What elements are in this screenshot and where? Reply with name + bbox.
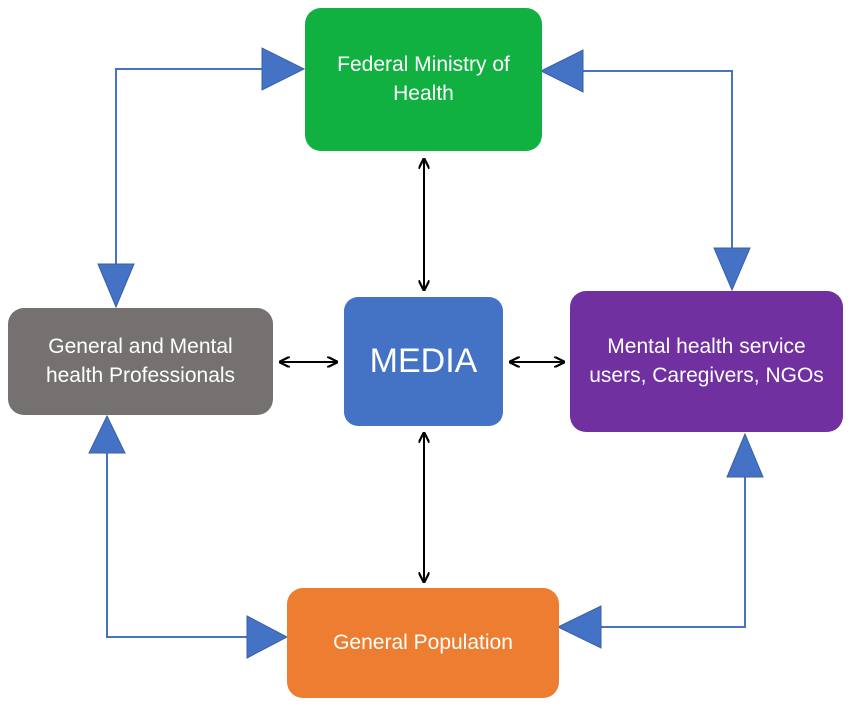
- node-label: General Population: [333, 630, 513, 654]
- connector-population-users: [600, 476, 746, 628]
- connector-profs-population: [106, 452, 248, 638]
- connector-profs-ministry: [115, 68, 264, 266]
- arrowhead-into-users-bottom: [726, 432, 764, 478]
- arrowhead-into-population-left: [246, 615, 289, 659]
- node-mental-health-service-users: Mental health service users, Caregivers,…: [570, 291, 843, 432]
- inner-connectors: [279, 158, 565, 583]
- arrowhead-into-profs-top: [97, 263, 135, 309]
- connector-ministry-users: [582, 70, 733, 250]
- arrowhead-into-population-right: [556, 605, 602, 649]
- node-label: MEDIA: [369, 342, 478, 381]
- arrowhead-into-ministry-left: [261, 47, 306, 91]
- node-general-population: General Population: [287, 588, 559, 698]
- node-label: General and Mental health Professionals: [45, 334, 236, 387]
- outer-connectors: [106, 68, 746, 638]
- node-label: Mental health service users, Caregivers,…: [589, 334, 824, 387]
- arrowhead-into-users-top: [713, 247, 751, 292]
- outer-arrowheads: [88, 47, 764, 659]
- arrowhead-into-ministry-right: [539, 49, 584, 93]
- node-federal-ministry-of-health: Federal Ministry of Health: [305, 8, 542, 151]
- node-general-and-mental-health-professionals: General and Mental health Professionals: [8, 308, 273, 415]
- node-media: MEDIA: [344, 297, 503, 426]
- node-label: Federal Ministry of Health: [337, 52, 510, 105]
- arrowhead-into-profs-bottom: [88, 414, 126, 454]
